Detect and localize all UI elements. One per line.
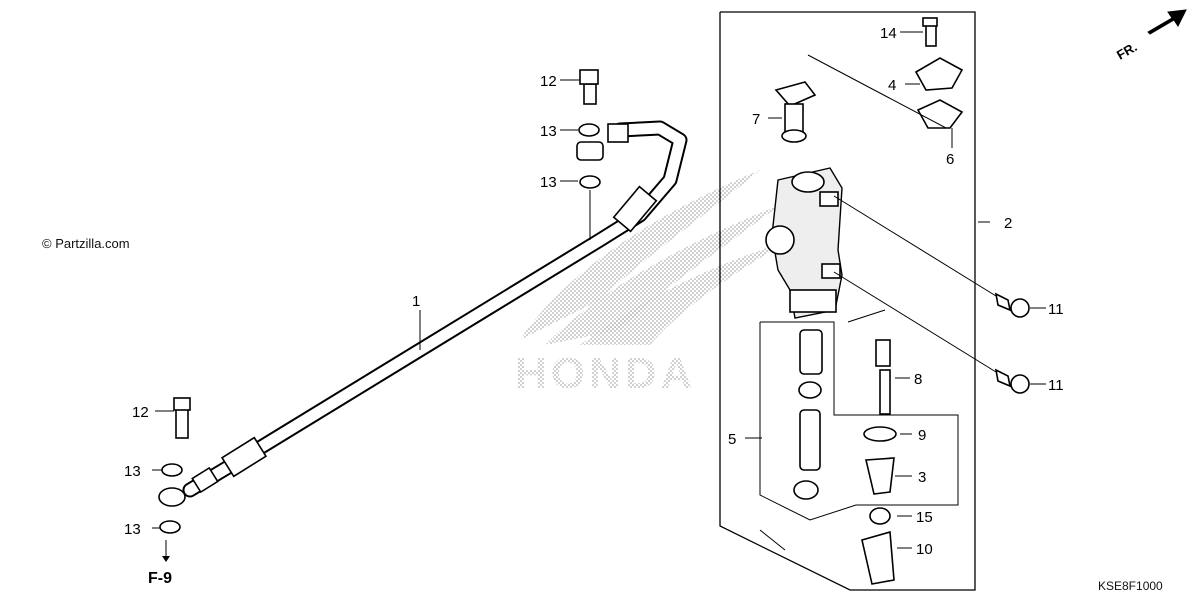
callout-14: 14 [880,25,897,42]
callout-11a: 11 [1048,301,1064,318]
watermark-text: © Partzilla.com [42,236,130,251]
honda-wing-logo: HONDA [515,170,790,398]
plate-and-bolt [914,17,964,129]
callout-6: 6 [946,151,954,168]
callout-7: 7 [752,111,760,128]
callout-11b: 11 [1048,377,1064,394]
callout-13b: 13 [540,174,557,191]
callout-13d: 13 [124,521,141,538]
banjo-fitting-lower [158,397,191,562]
honda-logo-text: HONDA [515,349,696,398]
assembly-outline [719,11,976,591]
callout-13c: 13 [124,463,141,480]
callout-12b: 12 [132,404,149,421]
master-cylinder-body [765,167,843,319]
front-direction-arrow: FR. [1114,9,1187,63]
reservoir-joint [774,81,817,143]
callout-leaders [152,31,1046,549]
direction-label: FR. [1114,39,1140,62]
callout-10: 10 [916,541,933,558]
callout-1: 1 [412,293,420,310]
callout-2: 2 [1004,215,1012,232]
piston-kit [793,329,897,585]
callout-5: 5 [728,431,736,448]
callout-15: 15 [916,509,933,526]
callout-12a: 12 [540,73,557,90]
piston-group-box [759,321,959,521]
banjo-fitting-upper [576,69,604,240]
callout-13a: 13 [540,123,557,140]
diagram-code: KSE8F1000 [1098,579,1163,593]
reference-label: F-9 [148,570,172,587]
brake-hose [182,120,688,498]
callout-8: 8 [914,371,922,388]
callout-3: 3 [918,469,926,486]
callout-4: 4 [888,77,896,94]
callouts: 1 2 3 4 5 6 7 8 9 10 11 11 12 12 13 13 1… [124,25,1064,558]
callout-9: 9 [918,427,926,444]
bolts-11 [994,292,1030,394]
